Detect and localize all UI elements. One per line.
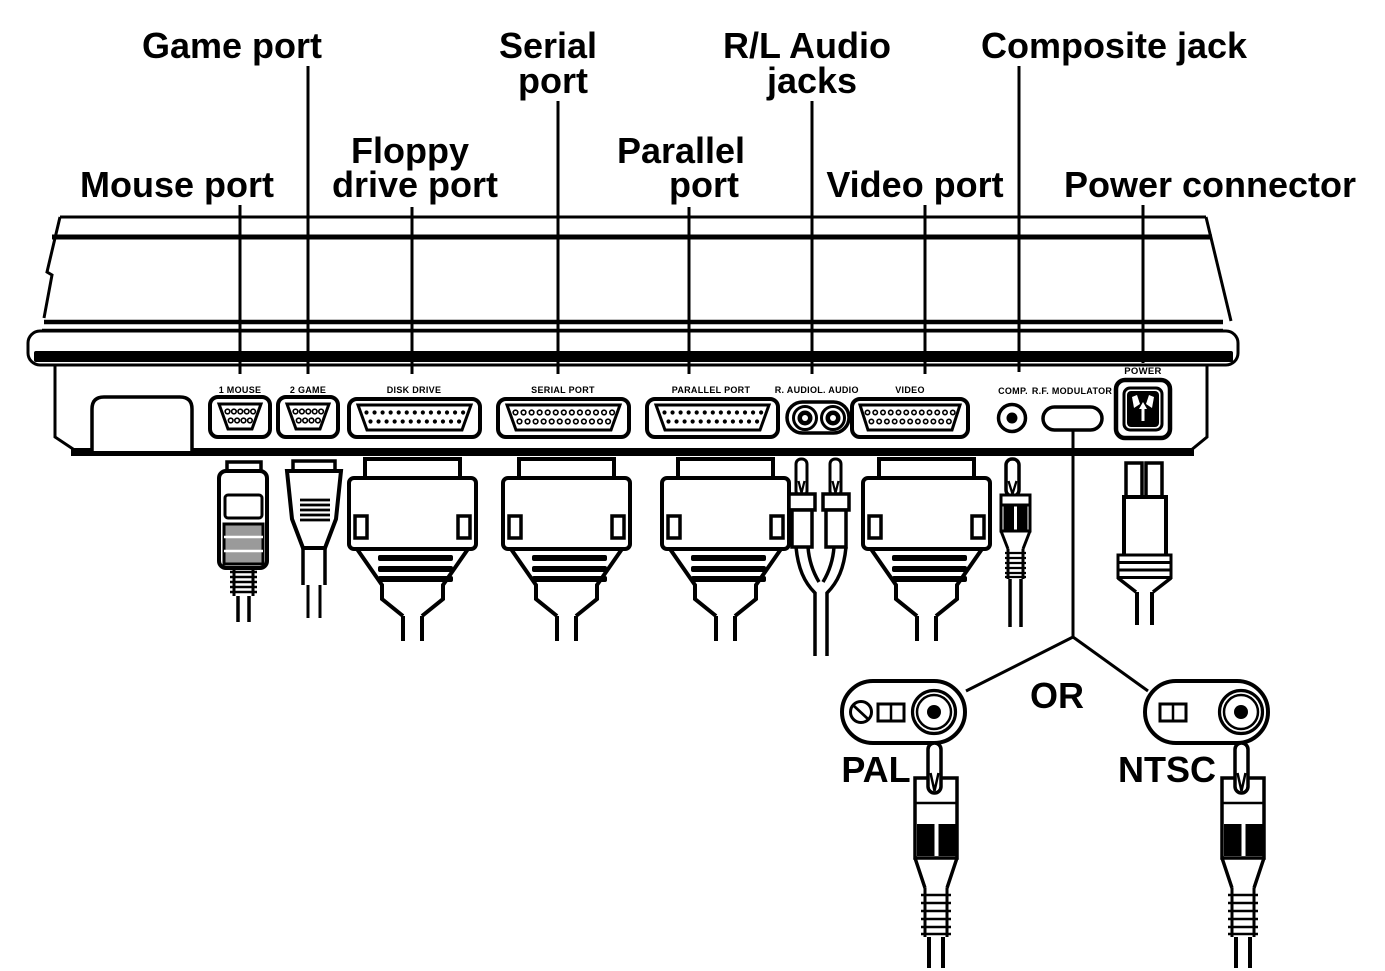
or-label: OR <box>1030 675 1084 716</box>
port-label-parallel: PARALLEL PORT <box>672 385 751 395</box>
rear-panel <box>53 365 1209 456</box>
port-label-power: POWER <box>1124 366 1161 377</box>
port-label-game: 2 GAME <box>290 385 326 395</box>
blank-plate <box>90 395 194 451</box>
plug-disk-drive-cable <box>347 457 478 643</box>
audio-jack-left-channel <box>820 405 846 431</box>
callout-rl-audio-jacks: R/L Audio jacks <box>723 25 901 101</box>
screw-icon <box>849 700 873 724</box>
plug-game-cable <box>284 459 344 618</box>
port-label-mouse: 1 MOUSE <box>219 385 262 395</box>
callout-power-connector: Power connector <box>1064 164 1356 205</box>
callout-game-port: Game port <box>142 25 322 66</box>
plug-mouse-cable <box>217 460 269 622</box>
pal-rf-modulator: PAL <box>840 679 967 968</box>
audio-jack-right-channel <box>792 405 818 431</box>
ntsc-rf-modulator: NTSC <box>1118 679 1270 968</box>
ntsc-rca-plug <box>1220 741 1266 968</box>
plug-serial-cable <box>501 457 632 643</box>
port-game: 2 GAME <box>276 385 340 439</box>
ntsc-label: NTSC <box>1118 749 1216 790</box>
port-power: POWER <box>1113 366 1173 441</box>
rca-input-jack <box>1217 688 1265 736</box>
port-mouse: 1 MOUSE <box>208 385 272 439</box>
callout-mouse-port: Mouse port <box>80 164 274 205</box>
port-audio-jacks: R. AUDIO L. AUDIO <box>775 385 859 435</box>
port-label-comp: COMP. <box>998 386 1028 396</box>
plug-parallel-cable <box>660 457 791 643</box>
port-serial: SERIAL PORT <box>496 385 631 439</box>
pal-rca-plug <box>913 741 959 968</box>
plug-composite-cable <box>999 457 1032 627</box>
rca-input-jack <box>910 688 958 736</box>
callout-parallel-port: Parallel port <box>617 130 755 205</box>
port-label-rf-modulator: R.F. MODULATOR <box>1032 386 1113 396</box>
port-composite: COMP. <box>996 386 1028 434</box>
computer-case <box>26 215 1240 367</box>
callout-composite-jack: Composite jack <box>981 25 1248 66</box>
port-label-serial: SERIAL PORT <box>531 385 595 395</box>
plug-power-cable <box>1116 461 1173 625</box>
port-video: VIDEO <box>850 385 970 439</box>
port-label-disk-drive: DISK DRIVE <box>387 385 442 395</box>
port-label-video: VIDEO <box>895 385 925 395</box>
callout-floppy-drive-port: Floppy drive port <box>332 130 498 205</box>
leader-lines <box>238 66 1145 374</box>
callout-video-port: Video port <box>826 164 1003 205</box>
callout-serial-port: Serial port <box>499 25 607 101</box>
port-parallel: PARALLEL PORT <box>645 385 780 439</box>
callout-labels: Game port Serial port R/L Audio jacks Co… <box>80 25 1356 205</box>
port-rf-modulator: R.F. MODULATOR <box>1032 386 1113 432</box>
port-label-audio-r: R. AUDIO <box>775 385 818 395</box>
port-label-audio-l: L. AUDIO <box>817 385 859 395</box>
plug-video-cable <box>861 457 992 643</box>
rf-modulator-branch-lines <box>965 430 1149 693</box>
pal-label: PAL <box>841 749 910 790</box>
channel-switch <box>876 702 906 723</box>
plug-audio-y-cable <box>787 457 851 656</box>
channel-switch <box>1158 702 1188 723</box>
port-disk-drive: DISK DRIVE <box>347 385 482 439</box>
